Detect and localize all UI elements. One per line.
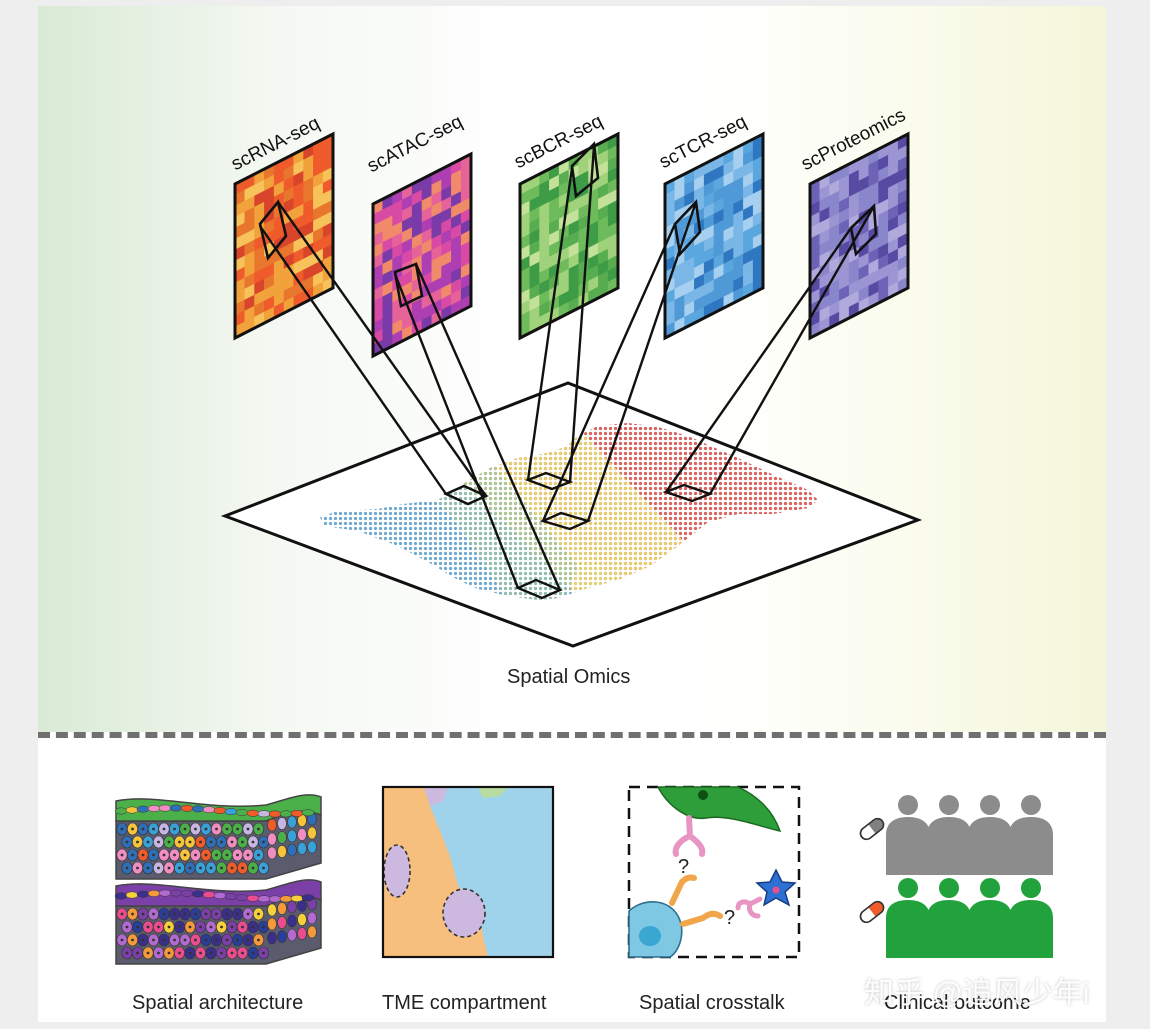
watermark: 知乎 @追风少年i — [864, 977, 1090, 1010]
spatial-architecture-icon — [114, 794, 322, 965]
caption-clinical-outcome: Clinical outcome — [884, 992, 1031, 1014]
tissue-section — [320, 423, 818, 600]
orange-ligand-2 — [680, 910, 723, 927]
pink-receptor — [672, 815, 706, 857]
caption-tme-compartment: TME compartment — [382, 992, 547, 1014]
question-mark-1: ? — [678, 856, 689, 878]
pink-receptor-2 — [735, 896, 763, 919]
person-green-1 — [886, 878, 930, 958]
panel-sctcr-seq — [663, 131, 765, 341]
green-cell — [656, 786, 782, 833]
spatial-crosstalk-icon: ? ? — [627, 785, 801, 959]
panel-scrna-seq — [233, 131, 335, 341]
person-green-4 — [1009, 878, 1053, 958]
person-grey-4 — [1009, 795, 1053, 875]
orange-ligand-1 — [669, 874, 697, 906]
tme-compartment-icon — [381, 785, 555, 959]
person-green-3 — [968, 878, 1012, 958]
section-divider — [38, 732, 1106, 738]
caption-spatial-architecture: Spatial architecture — [132, 992, 304, 1014]
panel-scbcr-seq — [518, 131, 620, 341]
tissue-block-2 — [114, 879, 322, 965]
question-mark-2: ? — [724, 907, 735, 929]
connector-lines — [259, 145, 876, 600]
person-grey-3 — [968, 795, 1012, 875]
pill-grey-icon — [859, 817, 885, 841]
figure-svg: ? ? — [114, 131, 1053, 965]
panel-scatac-seq — [371, 151, 473, 359]
tissue-block-1 — [114, 794, 322, 880]
caption-spatial-crosstalk: Spatial crosstalk — [639, 992, 785, 1014]
clinical-outcome-icon — [859, 795, 1053, 958]
person-grey-1 — [886, 795, 930, 875]
person-grey-2 — [927, 795, 971, 875]
panel-scproteomics — [808, 131, 910, 341]
modality-panels — [233, 131, 910, 359]
pill-orange-icon — [859, 900, 885, 924]
spatial-omics-label: Spatial Omics — [507, 666, 631, 688]
person-green-2 — [927, 878, 971, 958]
